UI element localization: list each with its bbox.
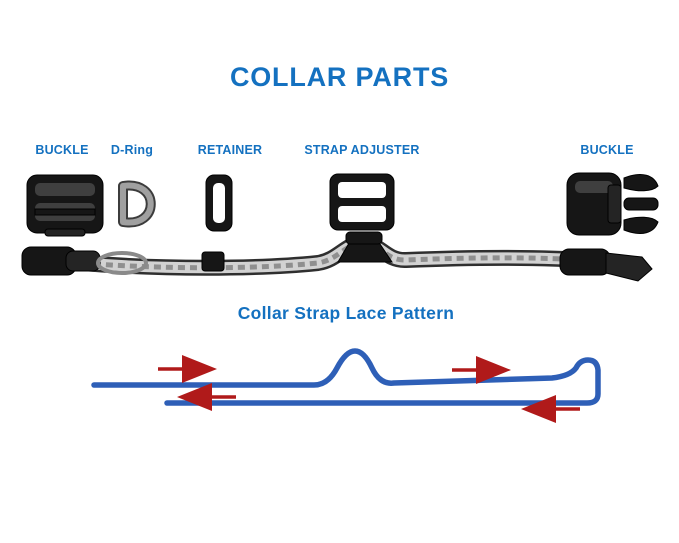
strap-adjuster-illustration	[329, 173, 395, 231]
label-strap-adjuster: STRAP ADJUSTER	[304, 143, 420, 157]
lace-pattern-title: Collar Strap Lace Pattern	[237, 303, 455, 323]
exploded-parts-illustration	[26, 172, 659, 237]
collar-left-buckle	[21, 246, 148, 276]
collar-retainer	[201, 251, 225, 272]
d-ring-illustration	[118, 180, 156, 228]
collar-adjuster	[337, 231, 393, 263]
retainer-illustration	[205, 174, 233, 232]
assembled-collar-illustration	[21, 231, 653, 282]
label-d-ring: D-Ring	[110, 143, 154, 157]
buckle-left-illustration	[26, 174, 104, 237]
label-retainer: RETAINER	[197, 143, 263, 157]
buckle-right-illustration	[566, 172, 659, 236]
lace-pattern-diagram	[91, 348, 601, 423]
lace-path	[91, 348, 601, 406]
page-title: COLLAR PARTS	[229, 62, 450, 92]
label-buckle-left: BUCKLE	[35, 143, 89, 157]
label-buckle-right: BUCKLE	[580, 143, 634, 157]
collar-right-buckle	[559, 248, 653, 282]
